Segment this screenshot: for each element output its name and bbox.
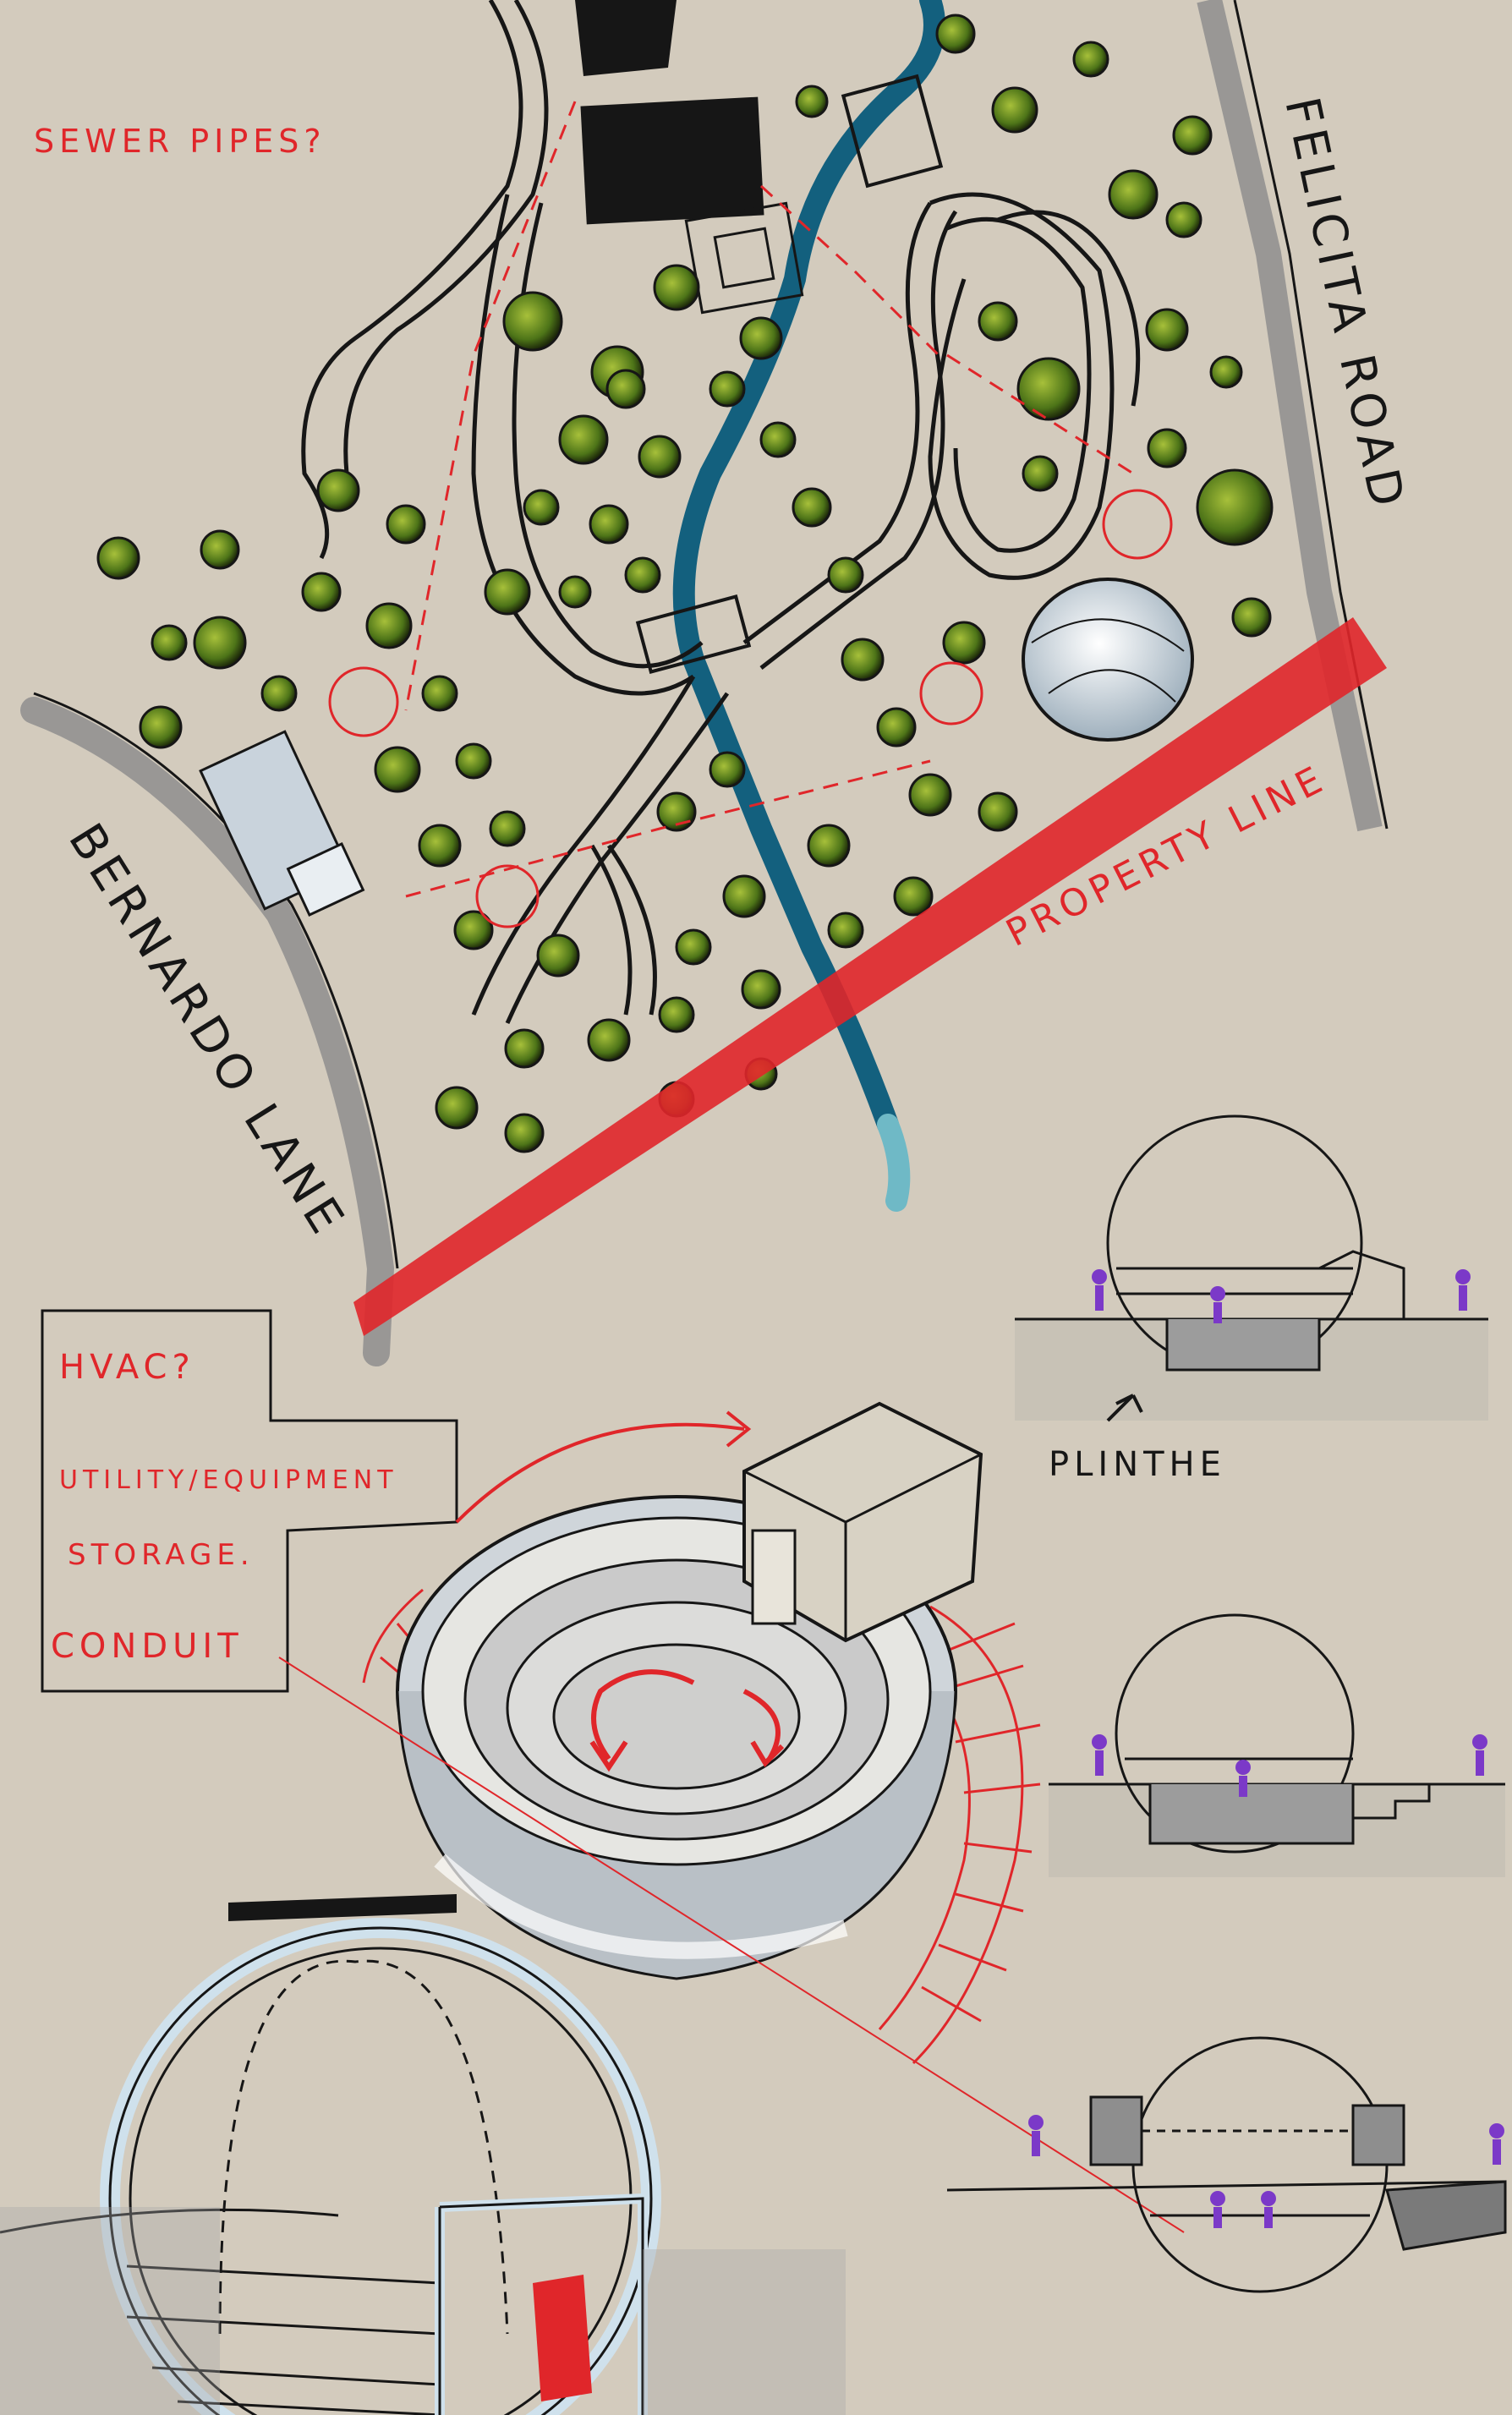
conduit-note: CONDUIT — [51, 1627, 244, 1666]
utility-equipment-note: UTILITY/EQUIPMENT — [59, 1465, 398, 1495]
sphere-sections: PLINTHE — [946, 1114, 1507, 2293]
bowl-perspective — [278, 1401, 1185, 2233]
section-plinth — [1015, 1114, 1488, 1421]
hvac-note: HVAC? — [59, 1348, 195, 1387]
program-box: HVAC? UTILITY/EQUIPMENT STORAGE. CONDUIT — [41, 1309, 458, 1693]
section-sunken — [946, 2036, 1507, 2293]
site-plan: SEWER PIPES? FELICITA ROAD BERNARDO LANE… — [20, 0, 1415, 1366]
footbridge — [635, 594, 752, 674]
storage-note: STORAGE. — [68, 1538, 255, 1572]
red-markup — [328, 101, 1173, 928]
existing-building-north — [575, 0, 677, 76]
tree-canopy — [96, 14, 1274, 1153]
sphere-cutaway — [0, 1894, 846, 2415]
bernardo-lane-road — [20, 697, 395, 1366]
sphere-plan — [1022, 578, 1194, 742]
red-equipment-block — [533, 2275, 592, 2401]
existing-building — [580, 96, 764, 225]
plinth-label: PLINTHE — [1049, 1445, 1226, 1484]
felicita-road — [1197, 0, 1383, 832]
circulation-arrows — [455, 1410, 785, 1772]
section-terrace — [1049, 1613, 1505, 1877]
property-line — [353, 617, 1387, 1336]
sewer-pipes-note: SEWER PIPES? — [34, 123, 326, 160]
trails — [301, 0, 1141, 1025]
